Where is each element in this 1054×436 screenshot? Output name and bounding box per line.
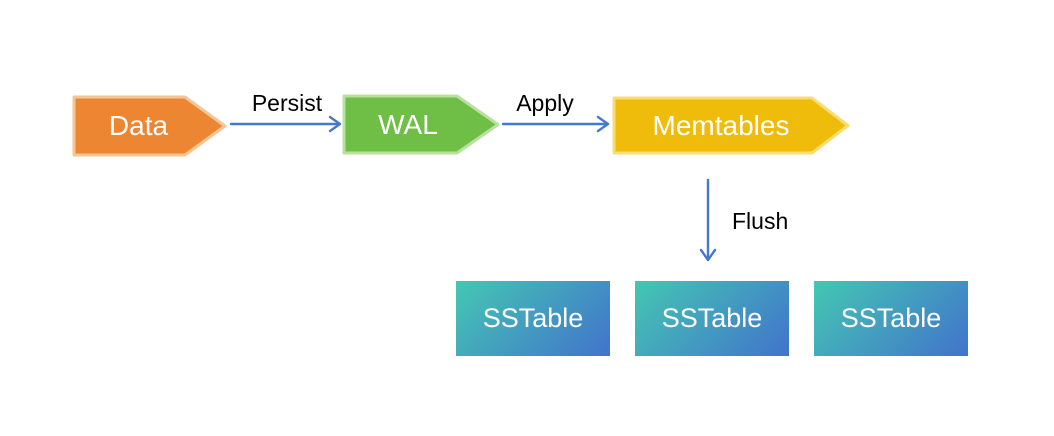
sstable-node-3-label: SSTable <box>840 303 942 333</box>
memtables-node: Memtables <box>612 96 850 155</box>
memtables-node-label: Memtables <box>652 109 790 141</box>
flush-arrow <box>699 178 717 262</box>
data-pentagon-shape <box>72 95 227 157</box>
wal-node-label: WAL <box>378 108 438 140</box>
data-node-label: Data <box>108 110 169 141</box>
apply-edge-label: Apply <box>516 90 574 116</box>
sstable-node-3: SSTable <box>814 281 968 356</box>
sstable-node-2-label: SSTable <box>661 303 763 333</box>
wal-node: WAL <box>342 94 500 155</box>
sstable-node-1: SSTable <box>456 281 610 356</box>
persist-arrow <box>229 115 342 133</box>
persist-edge-label: Persist <box>251 90 323 116</box>
wal-pentagon-shape <box>342 94 500 155</box>
sstable-node-1-label: SSTable <box>482 303 584 333</box>
apply-arrow <box>501 115 610 133</box>
flush-edge-label: Flush <box>732 208 789 234</box>
sstable-node-2: SSTable <box>635 281 789 356</box>
memtables-pentagon-shape <box>612 96 850 155</box>
data-node: Data <box>72 95 227 157</box>
